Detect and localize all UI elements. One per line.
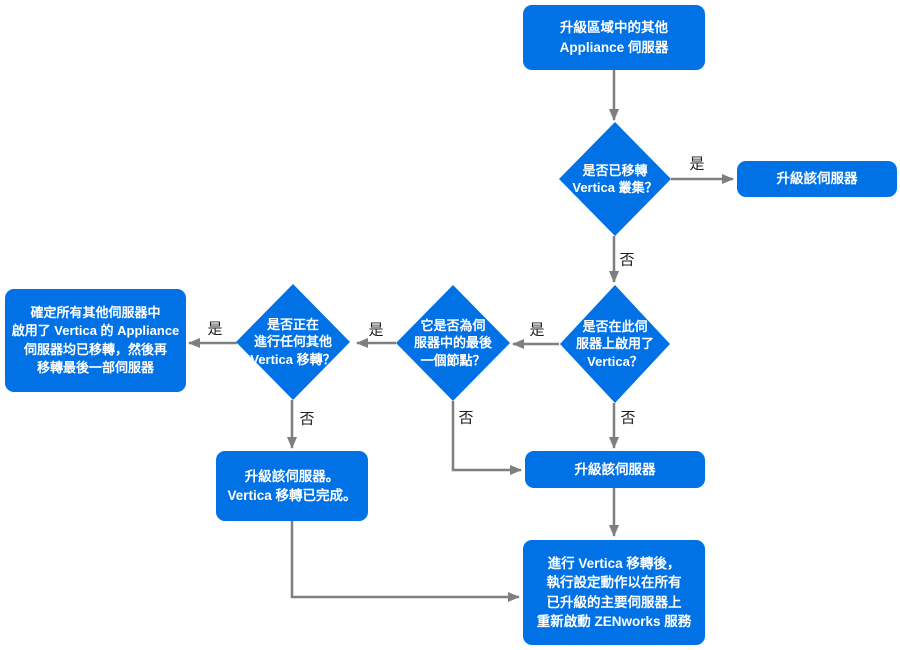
edge-upgrade-done-to-restart: [290, 521, 520, 602]
upgrade-done-node: 升級該伺服器。 Vertica 移轉已完成。: [216, 451, 368, 521]
upgrade-server-mid-node: 升級該伺服器: [525, 451, 705, 488]
decision-last-node-shape: [396, 285, 510, 401]
label-no-cluster: 否: [619, 251, 635, 269]
label-yes-enabled: 是: [529, 321, 545, 339]
label-yes-lastnode: 是: [368, 321, 384, 339]
upgrade-server-right-node: 升級該伺服器: [737, 161, 897, 197]
decision-cluster-migrated-shape: [559, 122, 671, 236]
edge-lastnode-no-to-upgrade-mid: [451, 401, 522, 475]
label-yes-cluster: 是: [689, 155, 705, 173]
decision-vertica-enabled-shape: [560, 285, 670, 403]
label-yes-othermigration: 是: [207, 320, 223, 338]
ensure-migrated-node: 確定所有其他伺服器中 啟用了 Vertica 的 Appliance 伺服器均已…: [5, 289, 186, 392]
decision-other-migration-shape: [236, 284, 350, 400]
label-no-othermigration: 否: [299, 410, 315, 428]
restart-services-node: 進行 Vertica 移轉後， 執行設定動作以在所有 已升級的主要伺服器上 重新…: [523, 540, 705, 645]
start-node: 升級區域中的其他 Appliance 伺服器: [523, 5, 705, 70]
label-no-enabled: 否: [620, 409, 636, 427]
label-no-lastnode: 否: [458, 409, 474, 427]
